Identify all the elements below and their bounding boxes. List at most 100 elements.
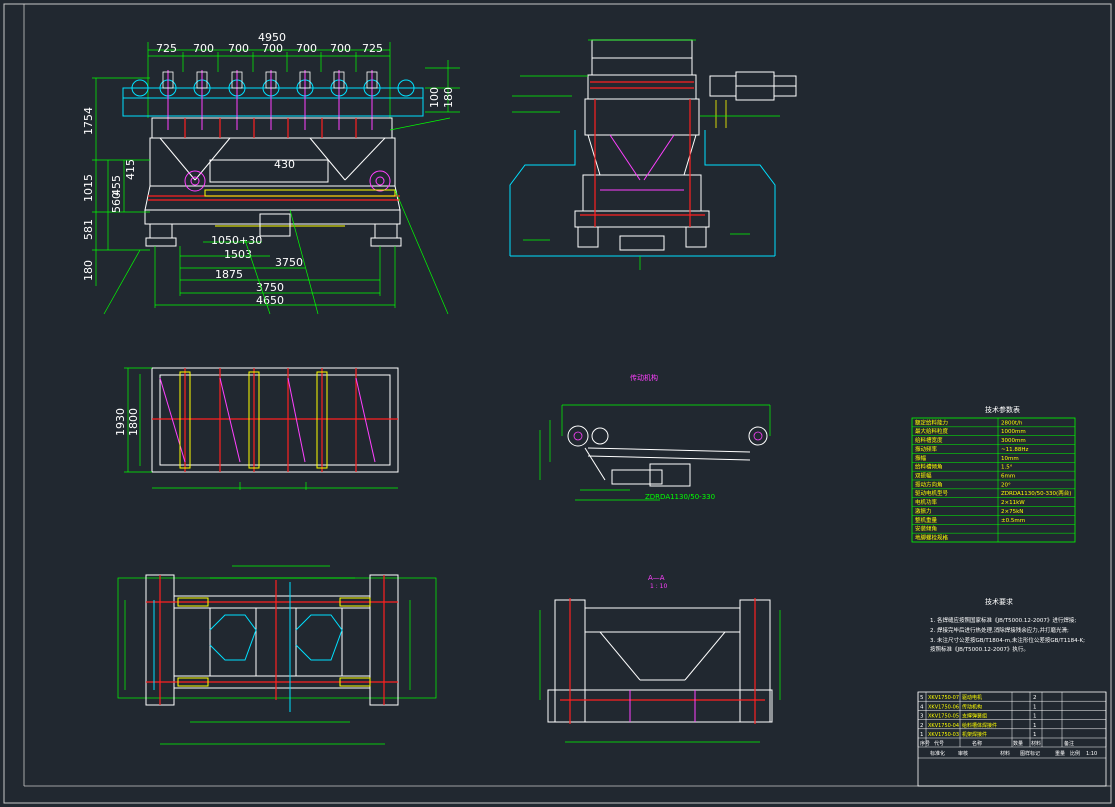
bom-header-cell: 名称 (972, 740, 982, 747)
param-name: 给料槽宽度 (915, 436, 943, 444)
bom-header-cell: 材料 (1031, 740, 1041, 747)
right-dimension-chain (425, 60, 460, 113)
bom-name: 传动机构 (962, 703, 982, 710)
bottom-dim-3750b: 3750 (256, 281, 284, 294)
feeder-body (144, 117, 401, 225)
param-value: 10mm (1001, 456, 1019, 462)
top-dim-4: 700 (262, 42, 283, 55)
drive-eccentrics (573, 431, 763, 441)
bom-code: XKV1750-04 (928, 723, 959, 729)
section-frame (547, 599, 773, 723)
left-dim-1015: 1015 (82, 174, 95, 202)
bom-no: 5 (920, 695, 924, 701)
param-name: 整机重量 (915, 516, 938, 524)
bom-name: 给料槽体焊接件 (962, 722, 997, 729)
tech-req-line-2: 2. 焊接完毕后进行热处理,消除焊接残余应力,并打磨光滑; (930, 626, 1069, 634)
param-value: ZDRDA1130/50-330(两台) (1001, 489, 1071, 497)
title-block-footer-cell: 比例 (1070, 750, 1080, 757)
param-name: 给料槽倾角 (915, 463, 943, 471)
title-block-footer-cell: 重量 (1055, 750, 1065, 757)
param-value: 2×75kN (1001, 509, 1023, 515)
bom-qty: 1 (1033, 714, 1037, 720)
param-name: 驱动电机型号 (915, 489, 949, 497)
bom-no: 3 (920, 714, 924, 720)
drive-dims (539, 404, 771, 501)
title-block-footer-cell: 图样标记 (1020, 750, 1040, 757)
bom-name: 驱动电机 (962, 694, 982, 701)
top-dim-2: 700 (193, 42, 214, 55)
drive-motor (709, 71, 797, 101)
plan-view: 1930 1800 (114, 367, 399, 490)
top-dim-3: 700 (228, 42, 249, 55)
front-view: 4950 725 700 700 700 700 700 725 (82, 31, 460, 315)
param-name: 安装倾角 (915, 525, 937, 533)
left-dim-560: 560 (110, 192, 123, 213)
bom-no: 2 (920, 723, 924, 729)
bom-header-cell: 代号 (934, 740, 944, 747)
bom-qty: 1 (1033, 732, 1037, 738)
bom-qty: 1 (1033, 704, 1037, 710)
side-frame (574, 39, 710, 251)
bottom-dim-1503: 1503 (224, 248, 252, 261)
tech-requirements: 技术要求 1. 各焊缝应按照国家标准《JB/T5000.12-2007》进行焊接… (930, 597, 1085, 653)
plan-dim-1800: 1800 (127, 408, 140, 436)
param-name: 振动方向角 (915, 480, 943, 488)
param-name: 双振幅 (915, 472, 932, 480)
connecting-rod (204, 189, 396, 227)
bom-name: 支撑弹簧组 (962, 713, 987, 720)
base-dims (117, 565, 437, 745)
tech-req-title: 技术要求 (985, 597, 1013, 606)
side-magenta-hopper (600, 134, 684, 191)
param-value: 1000mm (1001, 429, 1026, 435)
param-name: 最大给料粒度 (915, 427, 949, 435)
support-feet (145, 213, 402, 247)
plan-red-ribs (152, 368, 398, 472)
center-dim-430: 430 (274, 158, 295, 171)
side-red-members (580, 81, 705, 227)
bottom-dimension-chain (154, 241, 396, 308)
param-name: 电机功率 (915, 498, 938, 506)
bottom-dim-1050: 1050+30 (211, 234, 262, 247)
param-name: 振幅 (915, 454, 927, 462)
top-dim-1: 725 (156, 42, 177, 55)
right-dim-180: 180 (442, 87, 455, 108)
bom-qty: 2 (1033, 695, 1037, 701)
side-dimension-lines (512, 39, 780, 270)
bottom-dim-4650: 4650 (256, 294, 284, 307)
drive-detail-caption: 传动机构 (630, 373, 658, 382)
top-dim-7: 725 (362, 42, 383, 55)
bom-header-cell: 备注 (1064, 740, 1074, 747)
param-value: 3000mm (1001, 438, 1026, 444)
param-name: 振动频率 (915, 445, 938, 453)
bom-code: XKV1750-07 (928, 695, 959, 701)
param-value: 20° (1001, 482, 1011, 488)
bom-qty: 1 (1033, 723, 1037, 729)
foundation-outline (509, 130, 776, 257)
left-dim-1754: 1754 (82, 107, 95, 135)
tech-req-line-3: 3. 未注尺寸公差按GB/T1804-m,未注形位公差按GB/T1184-K; (930, 636, 1085, 644)
top-dim-5: 700 (296, 42, 317, 55)
bom-code: XKV1750-05 (928, 714, 959, 720)
bom-name: 机架焊接件 (962, 731, 987, 738)
title-block-footer-cell: 标准化 (930, 750, 945, 757)
title-block-footer-cell: 审核 (958, 750, 968, 757)
eccentric-left (184, 170, 391, 192)
bom-code: XKV1750-06 (928, 704, 959, 710)
hopper-stems (167, 70, 373, 130)
section-title: A—A (648, 574, 665, 582)
plan-dim-1930: 1930 (114, 408, 127, 436)
section-dims (539, 610, 781, 743)
drive-detail-view: 传动机构 ZDRDA1130/50-330 (539, 373, 771, 501)
top-dimension-chain (147, 42, 391, 118)
drive-linkage (567, 425, 768, 487)
title-block-scale: 1:10 (1086, 751, 1097, 757)
param-name: 地脚螺栓规格 (915, 534, 949, 542)
param-value: ±0.5mm (1001, 518, 1025, 524)
side-view (509, 39, 797, 270)
bom-header-cell: 数量 (1013, 740, 1023, 747)
top-dim-6: 700 (330, 42, 351, 55)
param-name: 激振力 (915, 507, 932, 515)
param-value: 6mm (1001, 474, 1015, 480)
